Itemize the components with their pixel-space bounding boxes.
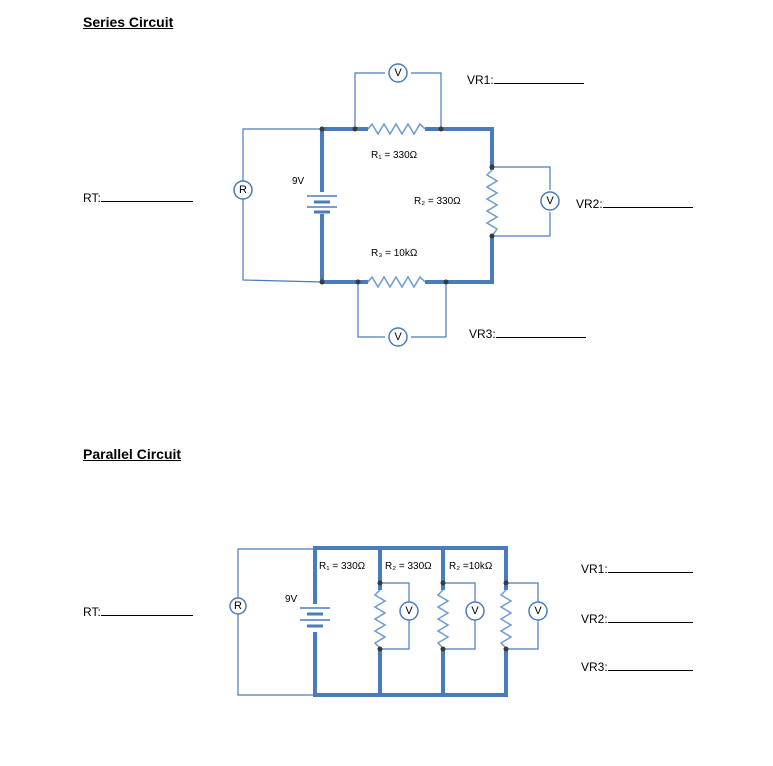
series-vr1-label: VR1: [467,73,494,87]
series-junction-dot [489,164,495,170]
series-vr3-answer-line[interactable] [495,326,586,338]
parallel-junction-dot [377,580,383,586]
parallel-vr2-label: VR2: [581,612,608,626]
series-resistor-r3 [367,275,426,289]
series-vr3-meter-wire [357,283,385,338]
parallel-resistor-r3 [499,589,513,649]
parallel-vr3-answer-line[interactable] [607,659,693,671]
series-voltmeter-vr2-letter: V [546,195,554,207]
series-vr2-answer-line[interactable] [602,196,693,208]
parallel-voltmeter-vr3: V [528,601,548,621]
series-junction-dot [355,279,361,285]
series-r1-label: R₁ = 330Ω [371,150,418,161]
series-junction-dot [438,126,444,132]
series-vr1-meter-wire [354,72,385,128]
series-rt-label: RT: [83,191,101,205]
parallel-ohmmeter: R [229,597,247,615]
parallel-vr2-meter-wire-bottom [444,620,476,650]
parallel-voltmeter-vr2: V [465,601,485,621]
parallel-vr1-label: VR1: [581,562,608,576]
series-vr2-field[interactable]: VR2: [576,196,693,211]
parallel-circuit-heading: Parallel Circuit [83,446,182,462]
parallel-r3-label: R₂ =10kΩ [449,561,493,572]
series-voltmeter-vr2: V [540,191,560,211]
parallel-vr2-answer-line[interactable] [607,611,693,623]
series-vr1-meter-wire-right [411,72,442,128]
series-ohmmeter-letter: R [239,184,247,196]
parallel-vr2-meter-wire [444,582,476,602]
series-vr2-meter-wire-bottom [493,212,551,237]
series-rt-answer-line[interactable] [100,190,193,202]
parallel-vr1-meter-wire-bottom [381,620,410,650]
series-voltmeter-vr1: V [388,63,408,83]
series-resistor-r1 [367,122,426,136]
series-junction-dot [352,126,358,132]
parallel-ohmmeter-wire [237,548,315,696]
series-rt-field[interactable]: RT: [83,190,193,205]
parallel-vr3-field[interactable]: VR3: [581,659,693,674]
series-vr3-label: VR3: [469,327,496,341]
parallel-vr2-field[interactable]: VR2: [581,611,693,626]
series-vr3-meter-wire-right [411,283,447,338]
parallel-r2-label: R₂ = 330Ω [385,561,432,572]
parallel-junction-dot [377,646,383,652]
series-battery-symbol [307,195,337,214]
series-r3-label: R₃ = 10kΩ [371,248,418,259]
parallel-rt-label: RT: [83,605,101,619]
parallel-vr3-meter-wire-bottom [507,620,539,650]
parallel-r1-label: R₁ = 330Ω [319,561,366,572]
parallel-battery-label: 9V [285,594,298,605]
series-ohmmeter: R [233,180,253,200]
parallel-ohmmeter-letter: R [234,600,242,612]
parallel-circuit: 9V R₁ = 330Ω R₂ = 330Ω R₂ =10kΩ R V [229,546,548,697]
parallel-battery-symbol [300,607,330,628]
parallel-junction-dot [503,580,509,586]
parallel-voltmeter-vr3-letter: V [534,605,542,617]
series-junction-dot [489,233,495,239]
series-vr1-field[interactable]: VR1: [467,72,584,87]
parallel-voltmeter-vr1-letter: V [405,605,413,617]
series-voltmeter-vr3-letter: V [394,331,402,343]
parallel-voltmeter-vr2-letter: V [471,605,479,617]
series-vr3-field[interactable]: VR3: [469,326,586,341]
series-vr2-meter-wire [493,166,551,190]
parallel-vr1-field[interactable]: VR1: [581,561,693,576]
parallel-vr1-answer-line[interactable] [607,561,693,573]
parallel-resistor-r1 [373,589,387,649]
series-voltmeter-vr3: V [388,327,408,347]
series-r2-label: R₂ = 330Ω [414,196,461,207]
series-voltmeter-vr1-letter: V [394,67,402,79]
parallel-vr3-meter-wire [507,582,539,602]
series-junction-dot [443,279,449,285]
parallel-voltmeter-vr1: V [399,601,419,621]
parallel-vr1-meter-wire [381,582,410,602]
parallel-junction-dot [503,646,509,652]
parallel-rt-field[interactable]: RT: [83,604,193,619]
series-vr1-answer-line[interactable] [493,72,584,84]
series-vr2-label: VR2: [576,197,603,211]
series-resistor-r2 [485,169,499,237]
series-battery-label: 9V [292,176,305,187]
parallel-vr3-label: VR3: [581,660,608,674]
series-junction-dot [319,126,325,132]
series-circuit: 9V R₁ = 330Ω R₂ = 330Ω R₃ = 10kΩ R [233,63,560,347]
parallel-rt-answer-line[interactable] [100,604,193,616]
series-ohmmeter-wire [242,128,323,283]
parallel-resistor-r2 [436,589,450,649]
series-junction-dot [319,279,325,285]
series-circuit-heading: Series Circuit [83,14,174,30]
parallel-junction-dot [440,580,446,586]
parallel-junction-dot [440,646,446,652]
